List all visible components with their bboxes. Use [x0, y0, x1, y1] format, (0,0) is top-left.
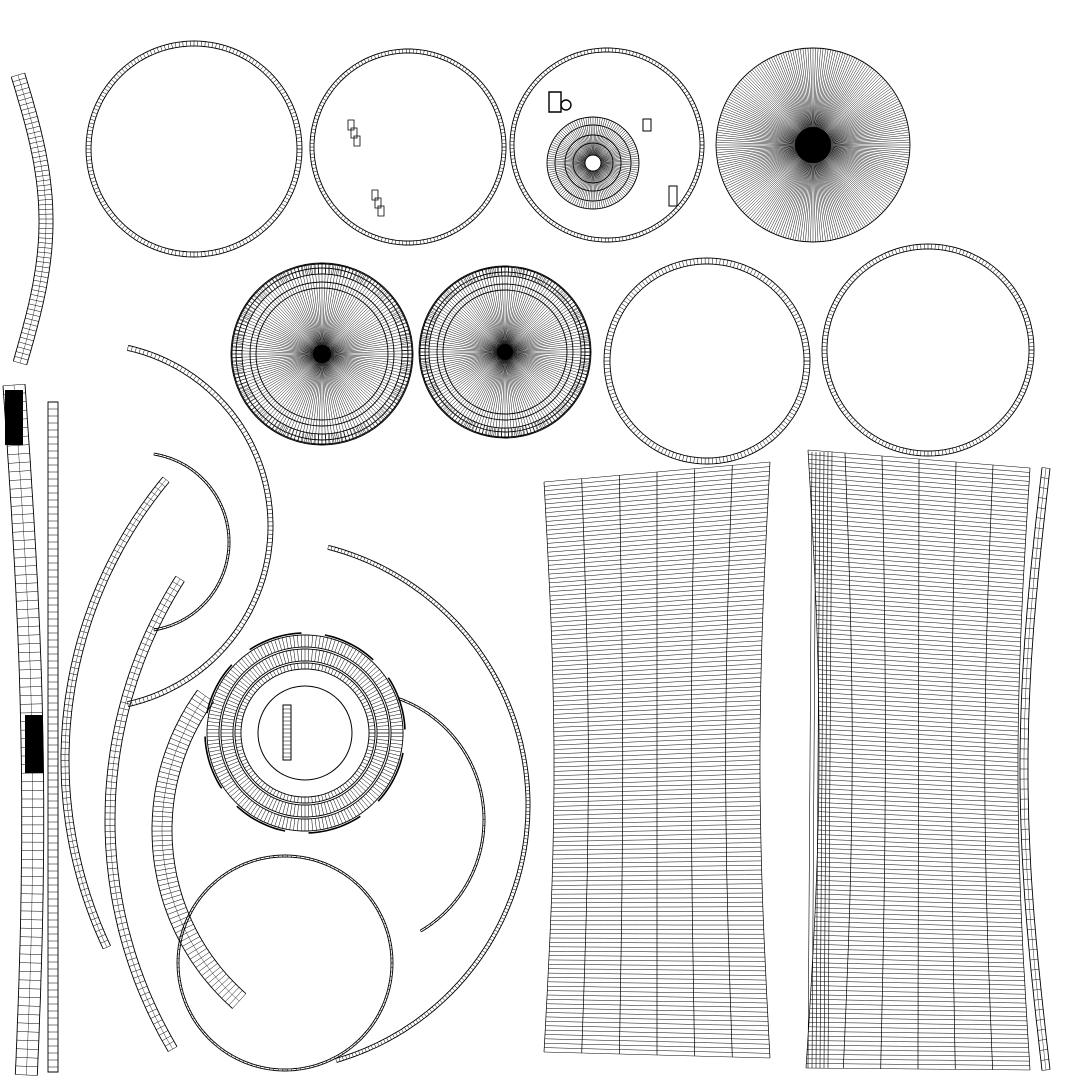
- left-curved-strip: [11, 73, 53, 365]
- curved-strip-1: [61, 477, 169, 949]
- hub-gear-ring: [205, 633, 405, 833]
- bottom-curved-strip: [152, 690, 246, 1008]
- ring-4: [822, 244, 1034, 456]
- right-edge-strip: [1020, 468, 1050, 1071]
- right-arc-small: [398, 698, 485, 932]
- right-arc-large: [328, 545, 530, 1062]
- medium-arc: [154, 453, 230, 631]
- radial-disc-1: [231, 263, 413, 445]
- bottom-ring: [177, 855, 393, 1071]
- thin-vertical-ladder: [48, 402, 58, 1072]
- large-arc: [127, 346, 273, 707]
- disc-with-inner-radial-hub: [510, 48, 704, 242]
- radial-fan-disc: [716, 48, 910, 242]
- radial-disc-2: [419, 266, 591, 438]
- grid-panel-2: [806, 450, 1030, 1070]
- ring-1: [86, 41, 302, 257]
- grid-panel-1: [544, 462, 770, 1058]
- ring-3: [604, 258, 810, 464]
- left-tall-strip: [3, 384, 44, 1075]
- ring-2-with-small-parts: [310, 49, 506, 245]
- curved-strip-2: [105, 576, 184, 1051]
